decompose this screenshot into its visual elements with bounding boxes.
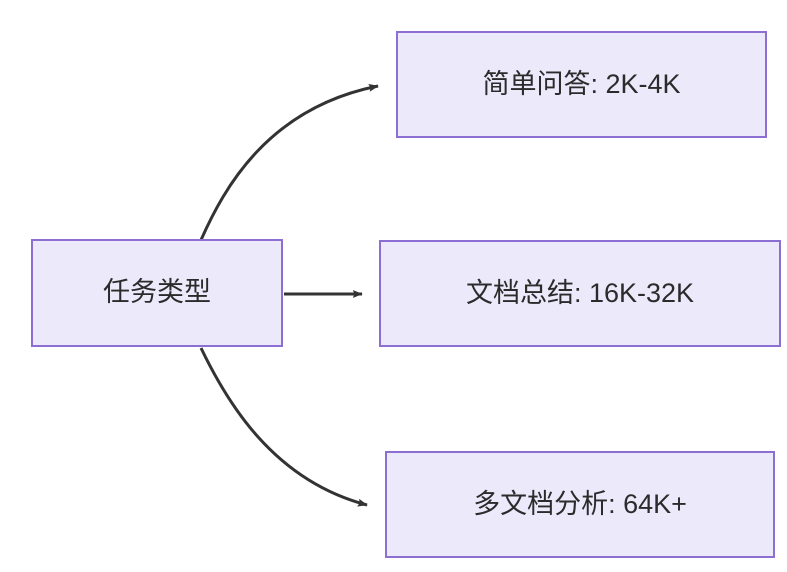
node-document-summary-label: 文档总结: 16K-32K (465, 277, 695, 308)
node-document-summary[interactable]: 文档总结: 16K-32K (379, 240, 781, 347)
edge-root-to-multidoc (199, 347, 368, 507)
node-multi-document-analysis-label: 多文档分析: 64K+ (473, 488, 687, 519)
node-task-type[interactable]: 任务类型 (31, 239, 283, 347)
node-multi-document-analysis[interactable]: 多文档分析: 64K+ (385, 451, 775, 558)
node-simple-qa-label: 简单问答: 2K-4K (482, 68, 681, 99)
edge-root-to-simple (199, 83, 379, 241)
node-simple-qa[interactable]: 简单问答: 2K-4K (396, 31, 767, 138)
node-task-type-label: 任务类型 (103, 277, 211, 308)
